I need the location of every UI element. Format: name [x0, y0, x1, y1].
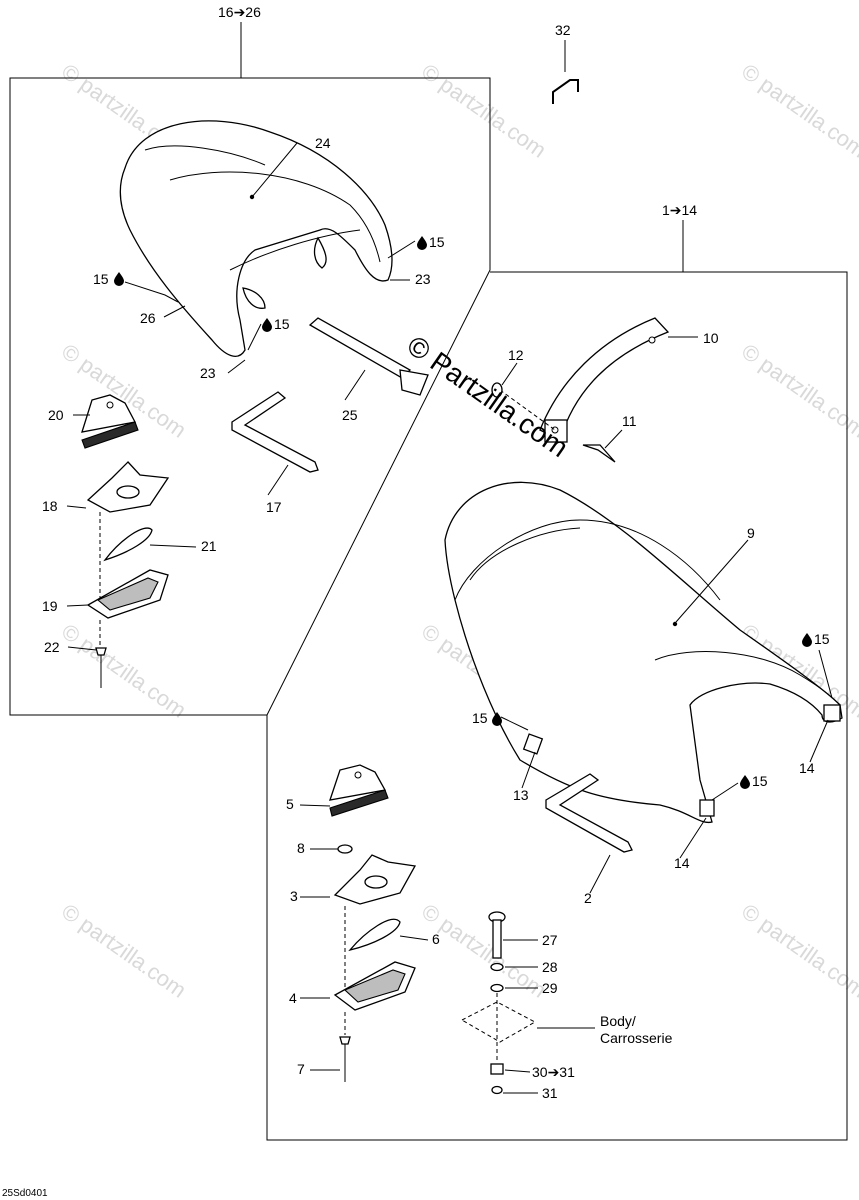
- callout-14: 14: [674, 855, 690, 871]
- callout-17: 17: [266, 499, 282, 515]
- partzilla-watermark: © Partzilla.com: [402, 330, 574, 464]
- main-seat-9: [444, 481, 843, 824]
- group-frames: 16➔26 1➔14: [9, 4, 848, 1141]
- grab-handle-10: [491, 317, 670, 463]
- callout-15: 15: [472, 710, 488, 726]
- callout-26: 26: [140, 310, 156, 326]
- fastener-stack: [460, 911, 537, 1095]
- drop-icon: [740, 775, 750, 789]
- callout-25: 25: [342, 407, 358, 423]
- watermark-tile: © partzilla.com: [57, 899, 191, 1003]
- drop-icons: [114, 236, 812, 789]
- callout-13: 13: [513, 787, 529, 803]
- drop-icon: [802, 633, 812, 647]
- callout-18: 18: [42, 498, 58, 514]
- reference-code: 25Sd0401: [2, 1188, 48, 1199]
- callout-20: 20: [48, 407, 64, 423]
- callout-2: 2: [584, 890, 592, 906]
- drop-icon: [417, 236, 427, 250]
- callout-27: 27: [542, 932, 558, 948]
- callout-15: 15: [274, 316, 290, 332]
- callout-4: 4: [289, 990, 297, 1006]
- lower-group-frame: [266, 271, 848, 1141]
- callout-28: 28: [542, 959, 558, 975]
- callout-15: 15: [752, 773, 768, 789]
- rear-seat-24: [119, 120, 393, 357]
- callout-14: 14: [799, 760, 815, 776]
- callout-5: 5: [286, 796, 294, 812]
- callout-30-31: 30➔31: [532, 1064, 575, 1080]
- callout-12: 12: [508, 347, 524, 363]
- callout-6: 6: [432, 931, 440, 947]
- callout-29: 29: [542, 980, 558, 996]
- callout-15: 15: [814, 631, 830, 647]
- rod-17: [231, 391, 319, 473]
- callouts: 32 24 15 23 15 26 15 23 25 20 17 18 21 1…: [42, 22, 830, 1101]
- lower-latch-parts: [329, 764, 417, 1082]
- callout-9: 9: [747, 525, 755, 541]
- strap-25: [308, 317, 429, 396]
- watermark-tile: © partzilla.com: [57, 619, 191, 723]
- callout-32: 32: [555, 22, 571, 38]
- callout-11: 11: [622, 413, 637, 429]
- callout-23: 23: [415, 271, 431, 287]
- callout-22: 22: [44, 639, 60, 655]
- watermark-tile: © partzilla.com: [417, 59, 551, 163]
- drop-icon: [114, 272, 124, 286]
- drop-icon: [492, 712, 502, 726]
- rod-2: [545, 773, 633, 853]
- watermark-tile: © partzilla.com: [737, 899, 859, 1003]
- watermark-tile: © partzilla.com: [417, 899, 551, 1003]
- body-label-line1: Body/: [600, 1013, 636, 1029]
- body-label-line2: Carrosserie: [600, 1030, 673, 1046]
- callout-23: 23: [200, 365, 216, 381]
- watermark-tile: © partzilla.com: [737, 339, 859, 443]
- callout-21: 21: [201, 538, 217, 554]
- callout-7: 7: [297, 1061, 305, 1077]
- callout-3: 3: [290, 888, 298, 904]
- callout-8: 8: [297, 840, 305, 856]
- upper-latch-parts: [81, 394, 170, 688]
- callout-31: 31: [542, 1085, 558, 1101]
- part-32-bracket: [552, 40, 579, 104]
- callout-19: 19: [42, 598, 58, 614]
- drop-icon: [262, 318, 272, 332]
- watermark-tile: © partzilla.com: [737, 59, 859, 163]
- upper-group-frame: [9, 77, 491, 716]
- callout-10: 10: [703, 330, 719, 346]
- callout-15: 15: [429, 234, 445, 250]
- callout-24: 24: [315, 135, 331, 151]
- callout-15: 15: [93, 271, 109, 287]
- upper-group-range: 16➔26: [218, 4, 261, 20]
- lower-group-range: 1➔14: [662, 202, 697, 218]
- leader-lines: [66, 142, 833, 1094]
